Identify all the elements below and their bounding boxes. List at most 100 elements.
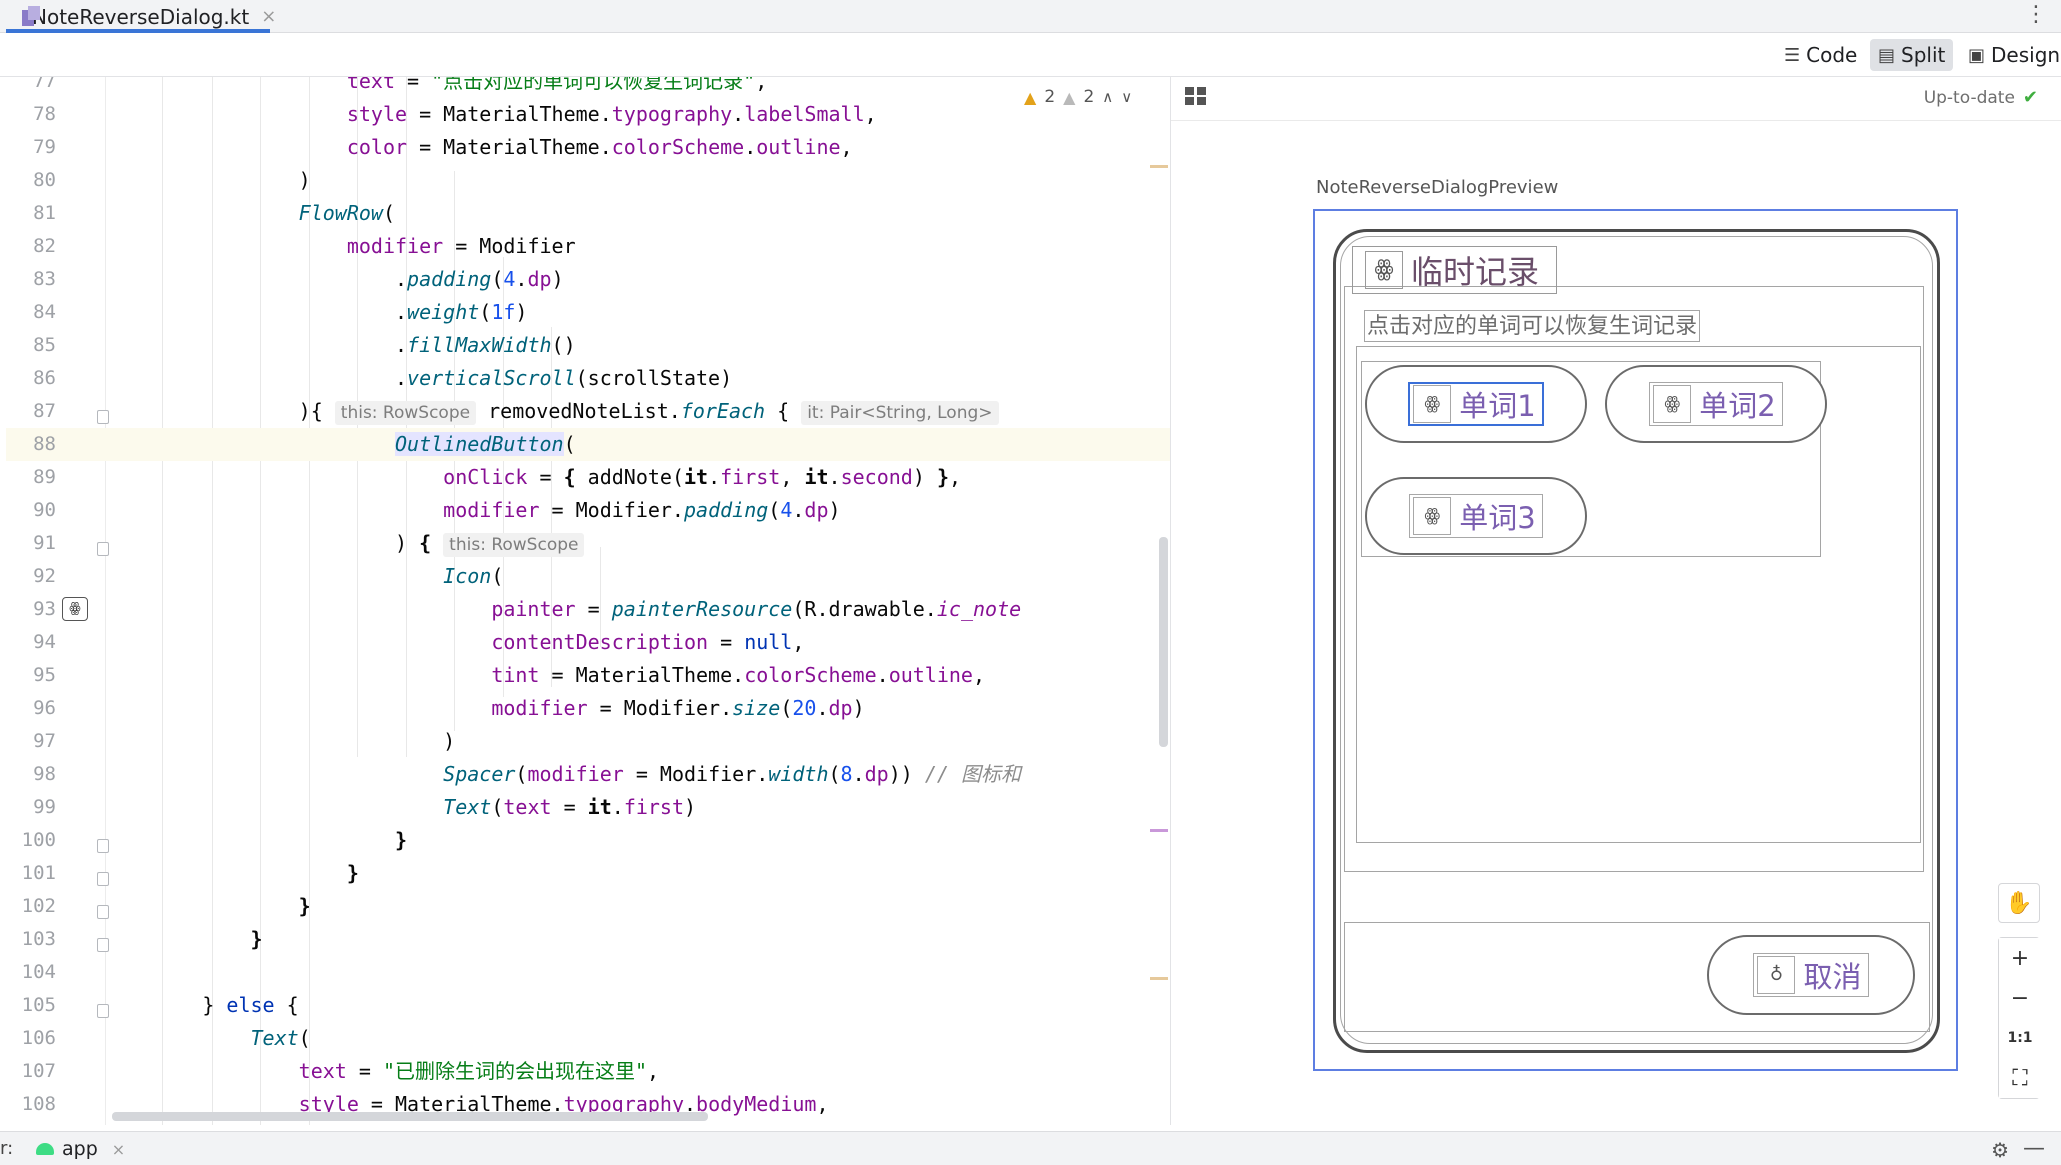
more-options-icon[interactable]: ⋮ <box>2025 2 2047 27</box>
code-text: OutlinedButton( <box>394 432 576 456</box>
code-line[interactable]: 99 Text(text = it.first) <box>6 791 1170 824</box>
run-config-tab[interactable]: app × <box>36 1132 125 1165</box>
cancel-button[interactable]: ♁ 取消 <box>1707 935 1915 1015</box>
indent-guide <box>309 77 310 1125</box>
line-number: 99 <box>33 796 56 818</box>
code-line[interactable]: 92 Icon( <box>6 560 1170 593</box>
code-line[interactable]: 95 tint = MaterialTheme.colorScheme.outl… <box>6 659 1170 692</box>
fold-marker[interactable] <box>97 905 109 919</box>
indent-guide <box>600 547 601 647</box>
code-text: painter = painterResource(R.drawable.ic_… <box>491 597 1022 621</box>
indent-guide <box>503 257 504 697</box>
inlay-hint: it: Pair<String, Long> <box>801 400 999 425</box>
code-line[interactable]: 98 Spacer(modifier = Modifier.width(8.dp… <box>6 758 1170 791</box>
dialog-title-row[interactable]: ꙮ 临时记录 <box>1352 246 1557 294</box>
fold-marker[interactable] <box>97 1004 109 1018</box>
code-editor[interactable]: 77 text = "点击对应的单词可以恢复生词记录", 78 style = … <box>6 77 1170 1125</box>
tab-close-icon[interactable]: × <box>261 6 277 27</box>
line-number: 83 <box>33 268 56 290</box>
fold-marker[interactable] <box>97 410 109 424</box>
line-number-gutter[interactable] <box>6 77 106 1125</box>
zoom-out-button[interactable]: − <box>1999 978 2041 1018</box>
code-line[interactable]: 94 contentDescription = null, <box>6 626 1170 659</box>
code-line[interactable]: 85 .fillMaxWidth() <box>6 329 1170 362</box>
code-line-current[interactable]: 88 OutlinedButton( <box>6 428 1170 461</box>
code-text: .padding(4.dp) <box>106 267 564 291</box>
design-mode-button[interactable]: ▣ Design <box>1960 39 2061 71</box>
line-number: 85 <box>33 334 56 356</box>
line-number: 95 <box>33 664 56 686</box>
code-line[interactable]: 91 ) { this: RowScope <box>6 527 1170 560</box>
line-number: 108 <box>21 1093 56 1115</box>
chevron-up-icon[interactable]: ∧ <box>1102 88 1114 106</box>
zoom-to-fit-icon[interactable]: ⛶ <box>1999 1058 2041 1098</box>
code-line[interactable]: 106 Text( <box>6 1022 1170 1055</box>
code-line[interactable]: 89 onClick = { addNote(it.first, it.seco… <box>6 461 1170 494</box>
drawable-preview-icon[interactable]: ꙮ <box>62 597 88 621</box>
vertical-scrollbar[interactable] <box>1159 537 1168 747</box>
code-mode-button[interactable]: ☰ Code <box>1776 39 1865 71</box>
warning-stripe[interactable] <box>1150 977 1168 980</box>
design-mode-label: Design <box>1991 43 2061 67</box>
preview-canvas[interactable]: ꙮ 临时记录 点击对应的单词可以恢复生词记录 ꙮ 单词1 ꙮ <box>1313 209 1958 1071</box>
word-chip-button[interactable]: ꙮ 单词1 <box>1365 365 1587 443</box>
fold-marker[interactable] <box>97 542 109 556</box>
code-text: .fillMaxWidth() <box>106 333 576 357</box>
code-text: color = MaterialTheme.colorScheme.outlin… <box>346 135 853 159</box>
chevron-down-icon[interactable]: ∨ <box>1121 88 1133 106</box>
usage-stripe[interactable] <box>1150 829 1168 832</box>
word-chip-button[interactable]: ꙮ 单词2 <box>1605 365 1827 443</box>
fold-marker[interactable] <box>97 872 109 886</box>
minimize-icon[interactable]: — <box>2023 1136 2045 1161</box>
line-number: 90 <box>33 499 56 521</box>
gear-icon[interactable]: ⚙ <box>1991 1138 2009 1162</box>
run-prefix: r: <box>0 1138 14 1159</box>
code-line[interactable]: 84 .weight(1f) <box>6 296 1170 329</box>
warning-stripe[interactable] <box>1150 165 1168 168</box>
code-text: FlowRow( <box>298 201 395 225</box>
code-line[interactable]: 80 ) <box>6 164 1170 197</box>
code-text: ) <box>106 168 311 192</box>
split-mode-button[interactable]: ▤ Split <box>1870 39 1954 71</box>
code-line[interactable]: 83 .padding(4.dp) <box>6 263 1170 296</box>
active-tab-indicator <box>6 29 270 33</box>
code-line[interactable]: 81 FlowRow( <box>6 197 1170 230</box>
code-line[interactable]: 104 <box>6 956 1170 989</box>
code-line[interactable]: 82 modifier = Modifier <box>6 230 1170 263</box>
line-number: 87 <box>33 400 56 422</box>
code-line[interactable]: 90 modifier = Modifier.padding(4.dp) <box>6 494 1170 527</box>
zoom-actual-size-button[interactable]: 1:1 <box>1999 1018 2041 1058</box>
fold-marker[interactable] <box>97 938 109 952</box>
code-line[interactable]: 107 text = "已删除生词的会出现在这里", <box>6 1055 1170 1088</box>
pan-hand-icon[interactable]: ✋ <box>1998 883 2040 923</box>
layout-options-icon[interactable] <box>1185 87 1207 107</box>
code-line[interactable]: 103 } <box>6 923 1170 956</box>
preview-name[interactable]: NoteReverseDialogPreview <box>1316 177 1559 198</box>
code-line[interactable]: 105 } else { <box>6 989 1170 1022</box>
run-tab-close-icon[interactable]: × <box>111 1139 126 1159</box>
code-line[interactable]: 79 color = MaterialTheme.colorScheme.out… <box>6 131 1170 164</box>
code-line[interactable]: 100 } <box>6 824 1170 857</box>
zoom-in-button[interactable]: + <box>1999 938 2041 978</box>
word-chip-button[interactable]: ꙮ 单词3 <box>1365 477 1587 555</box>
code-line[interactable]: 96 modifier = Modifier.size(20.dp) <box>6 692 1170 725</box>
code-line[interactable]: 87 ){ this: RowScope removedNoteList.for… <box>6 395 1170 428</box>
inspection-widget[interactable]: ▲ 2 ▲ 2 ∧ ∨ <box>1024 87 1132 107</box>
tab-note-reverse-dialog[interactable]: NoteReverseDialog.kt × <box>6 0 276 33</box>
inlay-hint: this: RowScope <box>443 532 585 557</box>
horizontal-scrollbar[interactable] <box>112 1112 708 1121</box>
fold-marker[interactable] <box>97 839 109 853</box>
layout-bounds <box>1340 236 1933 1044</box>
code-line[interactable]: 86 .verticalScroll(scrollState) <box>6 362 1170 395</box>
code-line[interactable]: 97 ) <box>6 725 1170 758</box>
code-line[interactable]: 101 } <box>6 857 1170 890</box>
weak-warning-count: 2 <box>1083 87 1095 107</box>
code-line[interactable]: 102 } <box>6 890 1170 923</box>
code-line[interactable]: 78 style = MaterialTheme.typography.labe… <box>6 98 1170 131</box>
code-line[interactable]: 93 painter = painterResource(R.drawable.… <box>6 593 1170 626</box>
code-line[interactable]: 77 text = "点击对应的单词可以恢复生词记录", <box>6 77 1170 98</box>
line-number: 84 <box>33 301 56 323</box>
line-number: 104 <box>21 961 56 983</box>
code-view-icon: ☰ <box>1784 44 1801 66</box>
